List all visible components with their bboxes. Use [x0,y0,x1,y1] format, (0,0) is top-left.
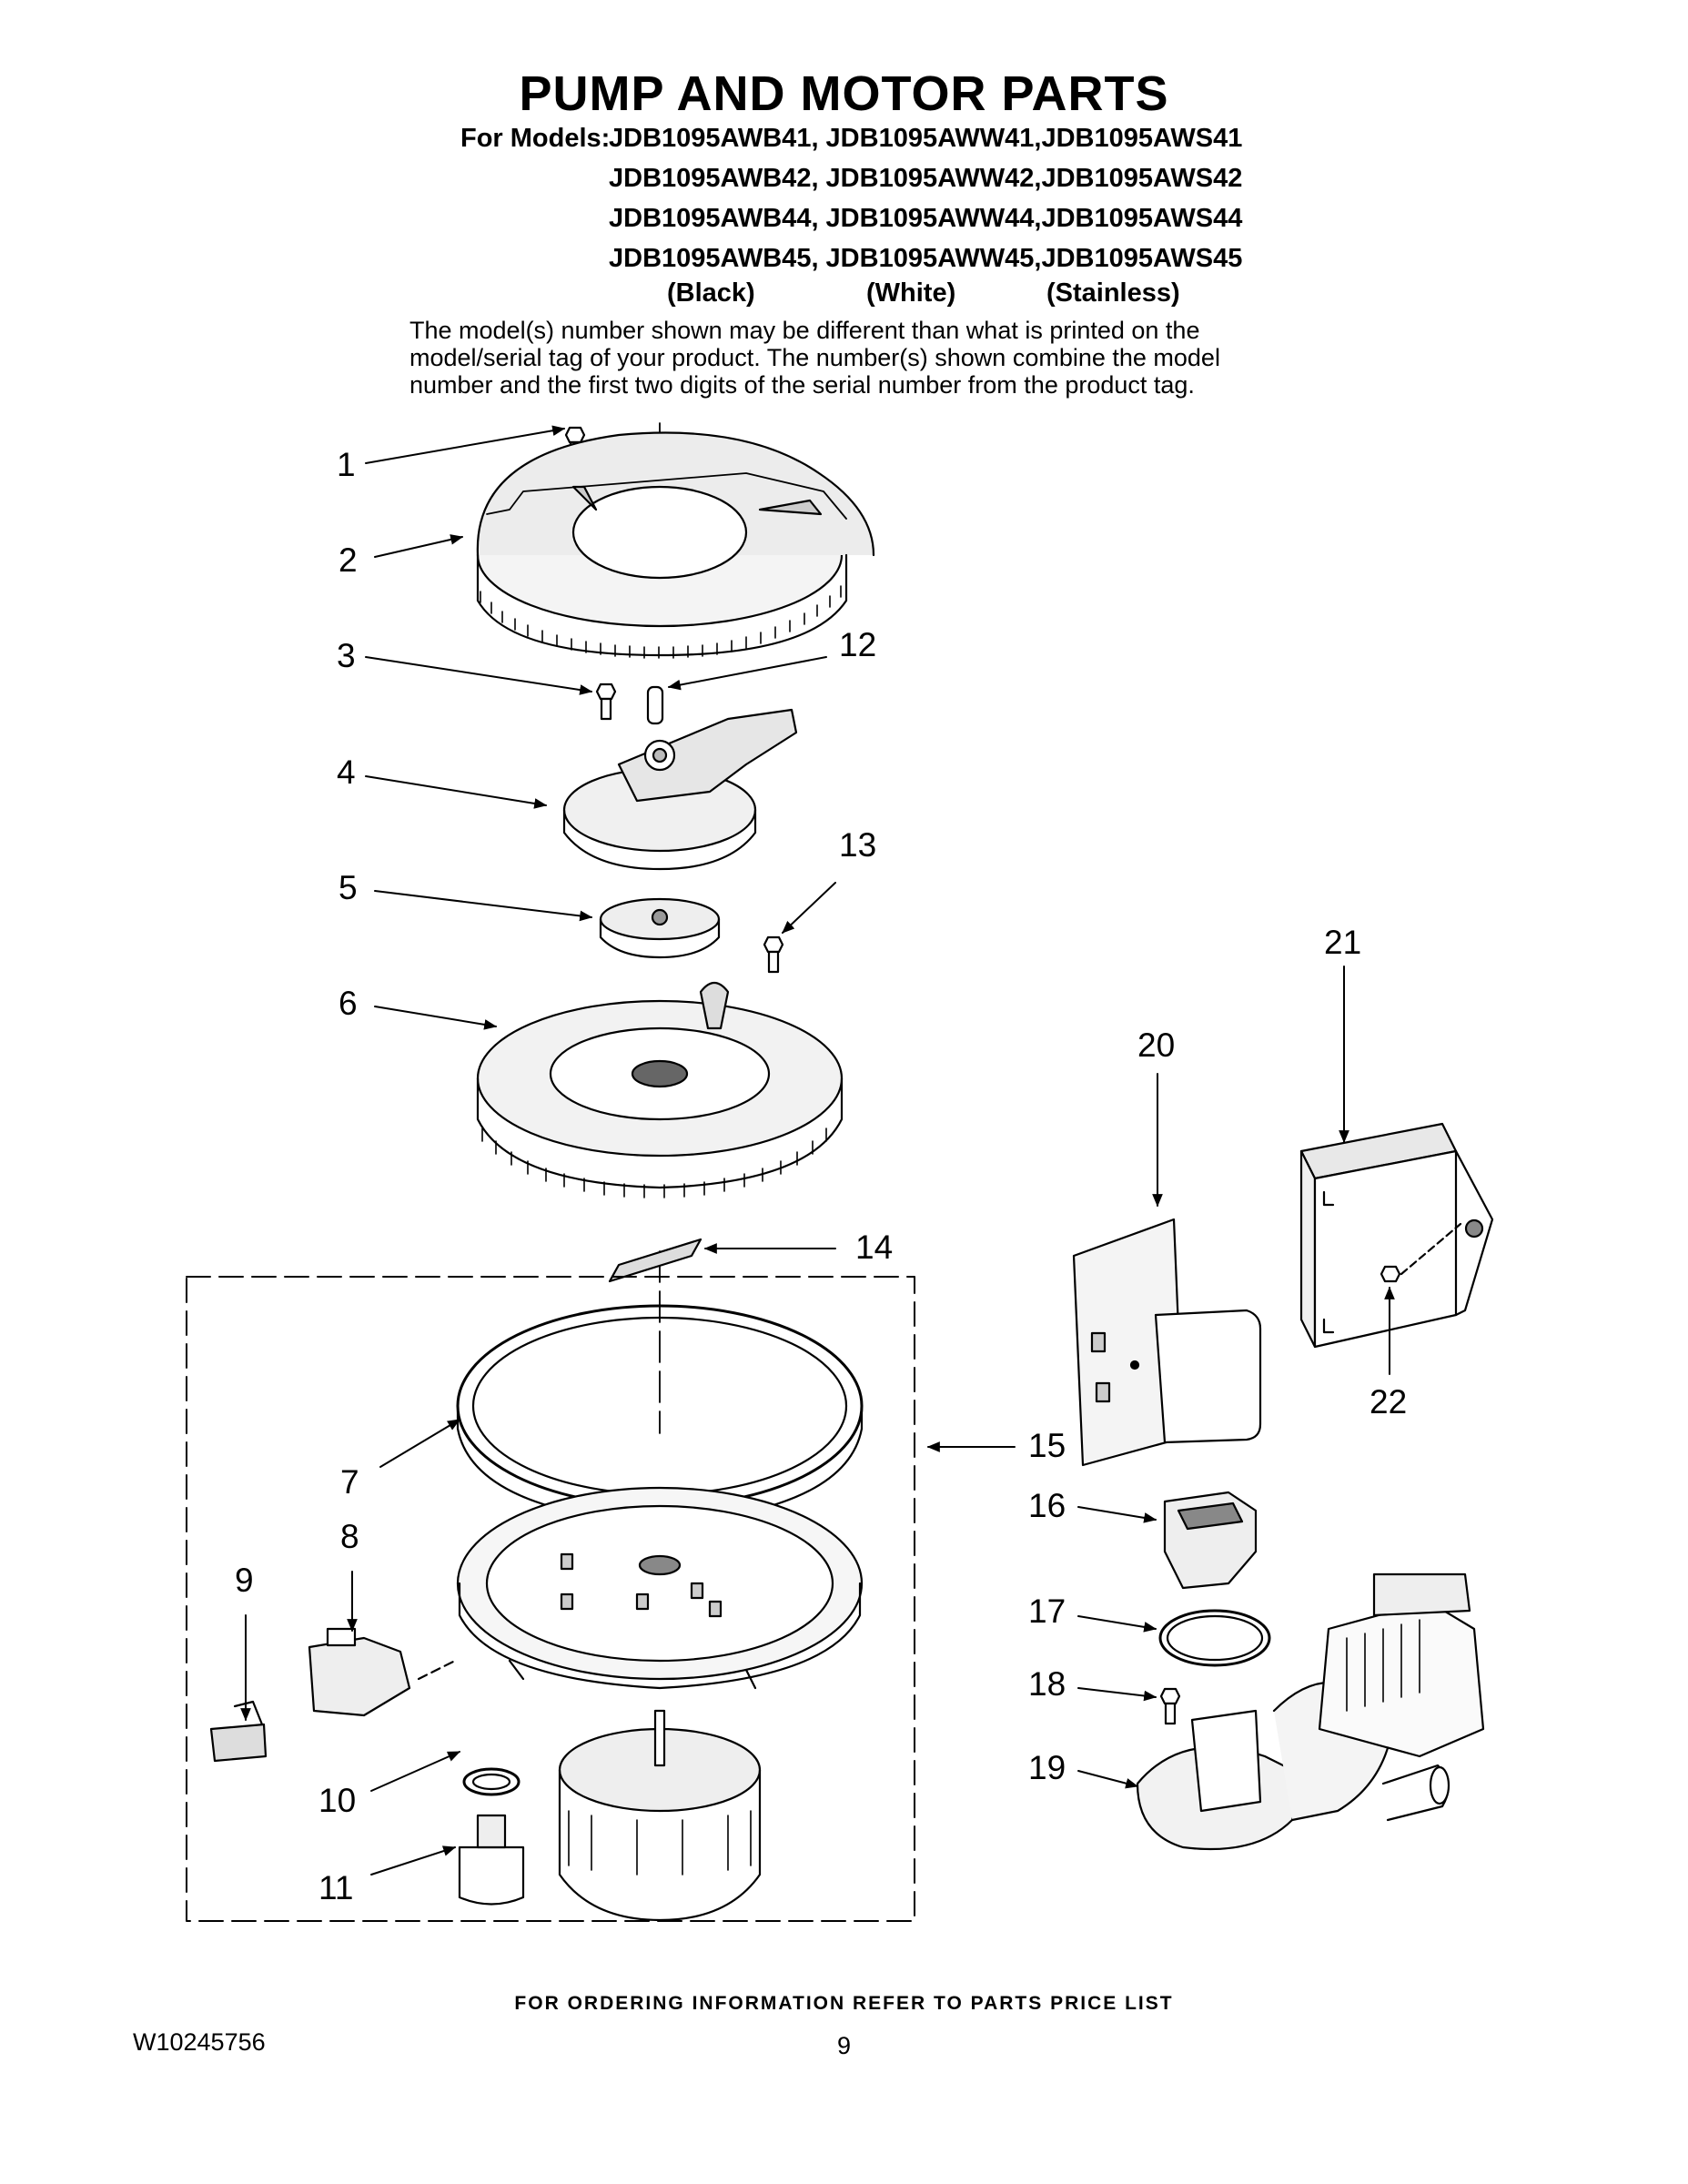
part-22-screw [1380,1222,1462,1283]
model-row: JDB1095AWB44, JDB1095AWW44,JDB1095AWS44 [609,204,1243,233]
page-title: PUMP AND MOTOR PARTS [519,66,1169,121]
model-row: JDB1095AWB42, JDB1095AWW42,JDB1095AWS42 [609,164,1243,193]
callout-5: 5 [339,869,358,906]
callout-4: 4 [337,753,356,791]
color-black-label: (Black) [667,278,755,308]
model-note: The model(s) number shown may be differe… [409,317,1319,399]
part-5-impeller [599,897,721,959]
part-11-plug [458,1814,525,1906]
callout-13: 13 [839,826,877,864]
callout-19: 19 [1028,1749,1066,1786]
page-number: 9 [836,2032,852,2059]
callout-15: 15 [1028,1427,1066,1464]
part-10-o-ring [462,1767,521,1796]
part-16-filter-adapter [1163,1491,1258,1590]
callout-12: 12 [839,626,877,663]
part-19-drain-pump [1136,1572,1485,1851]
model-row: JDB1095AWB41, JDB1095AWW41,JDB1095AWS41 [609,124,1243,153]
callout-20: 20 [1137,1026,1176,1064]
callout-10: 10 [318,1782,357,1819]
leader-lines [240,425,1395,1876]
part-18-screw [1159,1687,1181,1725]
color-white-label: (White) [866,278,956,308]
part-21-control-box [1299,1122,1494,1349]
callout-3: 3 [337,637,356,674]
callout-14: 14 [855,1228,894,1266]
callout-17: 17 [1028,1592,1066,1630]
part-8-sensor-housing [308,1627,457,1717]
ordering-info: FOR ORDERING INFORMATION REFER TO PARTS … [514,1993,1174,2014]
callout-7: 7 [340,1463,359,1501]
models-prefix: For Models: [460,124,611,153]
callout-1: 1 [337,446,356,483]
part-9-sensor-cap [209,1700,268,1763]
callout-18: 18 [1028,1665,1066,1703]
part-4-pump-housing [562,708,798,871]
callout-2: 2 [339,541,358,579]
part-13-screw [763,935,784,974]
motor [558,1709,762,1922]
assembly-boundary-box [186,1276,915,1922]
color-stainless-label: (Stainless) [1046,278,1180,308]
callout-6: 6 [339,985,358,1022]
callout-11: 11 [318,1869,354,1906]
callout-22: 22 [1370,1383,1408,1421]
callout-21: 21 [1324,924,1362,961]
part-14-clip [608,1238,702,1283]
callout-8: 8 [340,1518,359,1555]
part-6-lower-housing [476,981,844,1198]
part-20-bracket [1072,1218,1262,1467]
note-line: The model(s) number shown may be differe… [409,317,1200,344]
sump-base [456,1486,864,1690]
note-line: number and the first two digits of the s… [409,371,1195,399]
part-2-shroud [476,431,875,659]
note-line: model/serial tag of your product. The nu… [409,344,1220,371]
callout-16: 16 [1028,1487,1066,1524]
callout-9: 9 [235,1562,254,1599]
part-12-pin [646,685,664,725]
document-number: W10245756 [133,2028,266,2056]
part-3-screw [595,682,617,721]
model-row: JDB1095AWB45, JDB1095AWW45,JDB1095AWS45 [609,244,1243,273]
part-17-o-ring [1158,1609,1271,1667]
